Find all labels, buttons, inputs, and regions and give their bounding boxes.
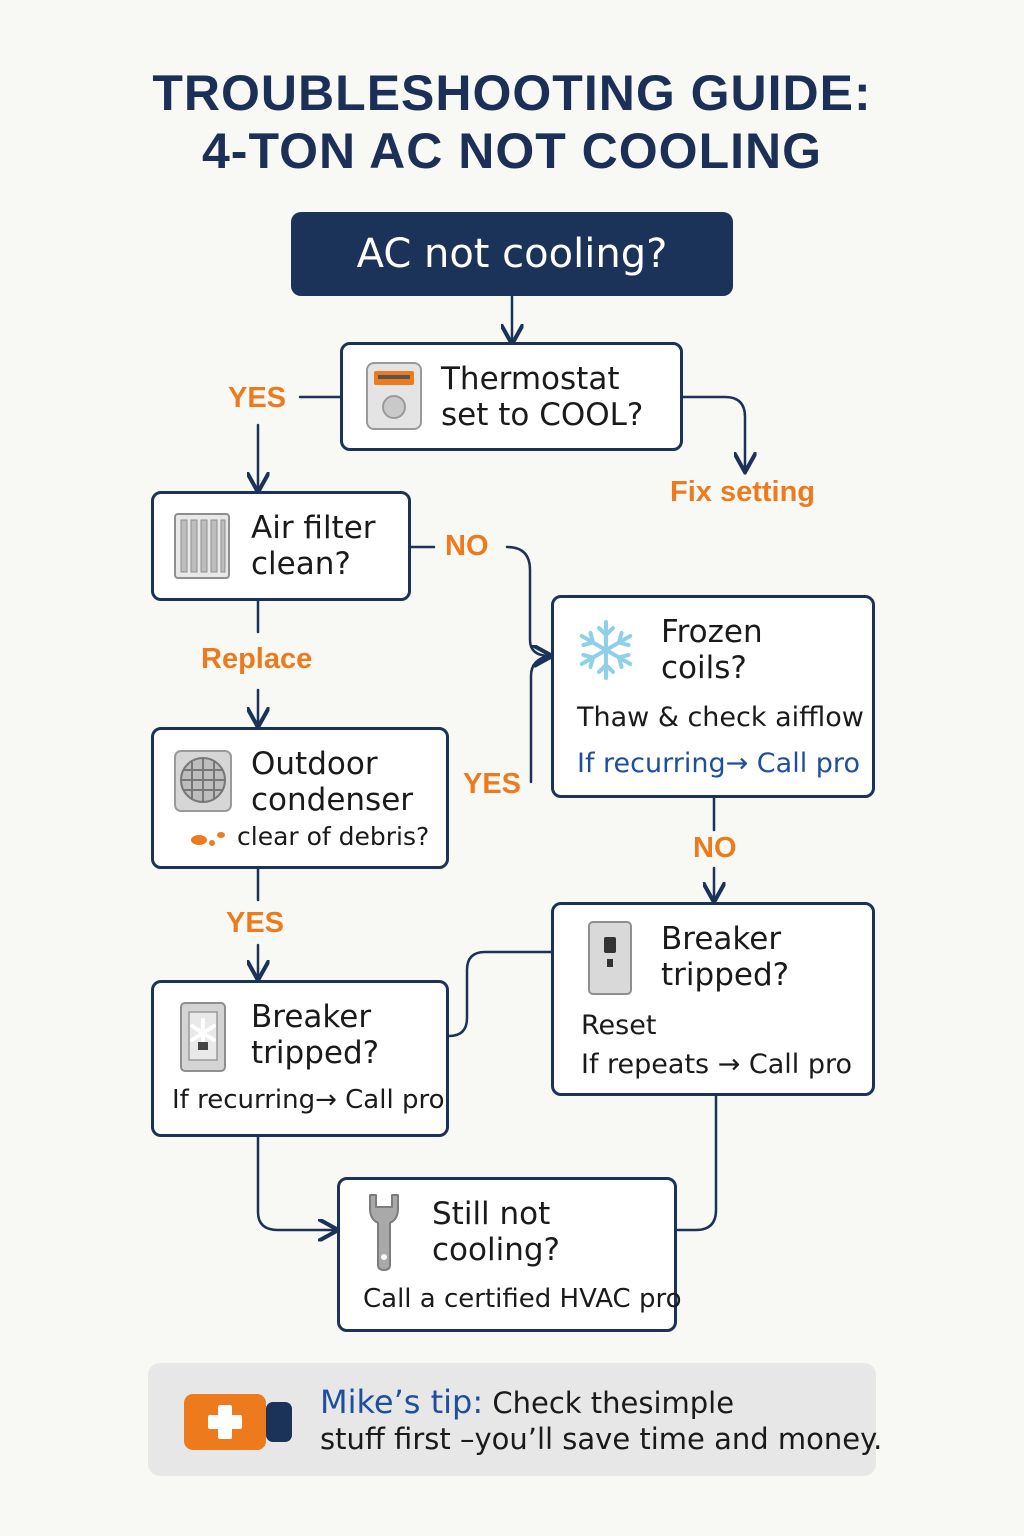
tip-lead: Mike’s tip: — [320, 1383, 484, 1421]
tip-text: Mike’s tip: Check thesimple stuff first … — [320, 1384, 882, 1457]
start-node: AC not cooling? — [291, 212, 733, 296]
link-no-to-frozen — [505, 545, 550, 656]
outdoor-condenser-line-1: Outdoor — [251, 746, 378, 782]
link-breaker-left-to-breaker-right — [447, 950, 553, 1038]
debris-leaves-icon — [191, 832, 225, 846]
link-condenser-yes-to-frozen — [529, 654, 550, 784]
frozen-coils-line-1: Frozen — [661, 614, 763, 650]
still-not-cooling-action: Call a certified HVAC pro — [363, 1284, 682, 1314]
breaker-left-escalation: If recurring→ Call pro — [172, 1085, 445, 1115]
tip-line-2: stuff first –you’ll save time and money. — [320, 1422, 883, 1456]
label-replace: Replace — [201, 643, 313, 675]
air-filter-line-1: Air filter — [251, 510, 376, 546]
breaker-switch-icon — [588, 921, 632, 995]
label-yes-thermostat: YES — [228, 382, 287, 414]
tip-line-1: Check thesimple — [483, 1386, 735, 1420]
thermostat-line-2: set to COOL? — [441, 397, 644, 433]
breaker-panel-icon — [180, 1002, 226, 1072]
air-filter-line-2: clean? — [251, 546, 351, 582]
label-no-frozen: NO — [693, 832, 737, 864]
label-yes-condenser: YES — [463, 768, 522, 800]
link-breaker-left-to-still — [256, 1134, 336, 1230]
breaker-right-escalation: If repeats → Call pro — [581, 1049, 853, 1080]
still-not-cooling-line-2: cooling? — [432, 1232, 560, 1268]
outdoor-condenser-line-3: clear of debris? — [237, 822, 430, 851]
link-thermostat-to-fix — [681, 395, 745, 470]
label-yes-condenser-down: YES — [226, 907, 285, 939]
label-no-filter: NO — [445, 530, 489, 562]
frozen-coils-line-2: coils? — [661, 650, 747, 686]
breaker-right-line-1: Breaker — [661, 921, 782, 957]
page-title-line-2: 4-TON AC NOT COOLING — [202, 123, 822, 179]
label-fix-setting: Fix setting — [670, 476, 816, 508]
still-not-cooling-line-1: Still not — [432, 1196, 551, 1232]
frozen-coils-action: Thaw & check aifflow — [577, 702, 864, 733]
frozen-coils-escalation: If recurring→ Call pro — [577, 748, 860, 779]
snowflake-icon — [576, 620, 636, 680]
page-title-line-1: TROUBLESHOOTING GUIDE: — [152, 65, 872, 121]
thermostat-icon — [366, 362, 422, 430]
breaker-right-line-2: tripped? — [661, 957, 790, 993]
breaker-left-line-2: tripped? — [251, 1035, 380, 1071]
wrench-icon — [369, 1194, 399, 1271]
breaker-left-line-1: Breaker — [251, 999, 372, 1035]
air-filter-icon — [174, 513, 230, 579]
first-aid-kit-icon — [184, 1394, 292, 1450]
outdoor-condenser-line-2: condenser — [251, 782, 414, 818]
breaker-right-action: Reset — [581, 1010, 657, 1041]
thermostat-node — [340, 342, 683, 451]
thermostat-line-1: Thermostat — [441, 361, 620, 397]
link-breaker-right-to-still — [676, 1093, 718, 1232]
condenser-fan-icon — [174, 750, 232, 812]
